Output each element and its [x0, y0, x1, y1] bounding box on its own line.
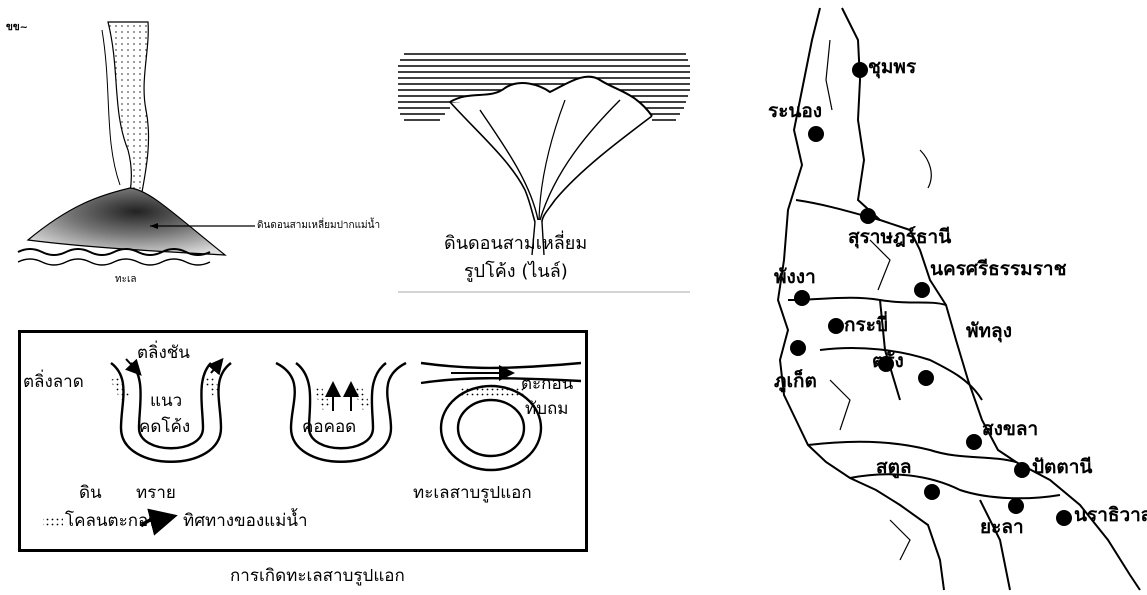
delta-figure: ขข~ ดินดอนสามเหลี่ยมปากแม่น้ำ ทะเล — [0, 0, 400, 300]
mud-legend-label: โคลนตะกอน — [65, 513, 160, 530]
province-songkhla: สงขลา — [982, 420, 1038, 439]
map-dot-narathiwat — [1056, 510, 1072, 526]
province-phatthalung: พัทลุง — [966, 322, 1012, 341]
province-satun: สตูล — [876, 458, 912, 477]
province-trang: ตรัง — [872, 352, 904, 371]
nile-figure: ดินดอนสามเหลี่ยม รูปโค้ง (ไนล์) — [390, 30, 700, 300]
province-chumphon: ชุมพร — [868, 58, 916, 77]
province-phuket: ภูเก็ต — [774, 372, 817, 391]
map-figure: ชุมพร ระนอง สุราษฎร์ธานี นครศรีธรรมราช พ… — [760, 0, 1147, 595]
sediment-label-1: ตะกอน — [521, 376, 573, 393]
province-yala: ยะลา — [980, 518, 1024, 537]
nile-caption-line2: รูปโค้ง (ไนล์) — [464, 263, 568, 281]
map-dot-yala — [1008, 498, 1024, 514]
map-dot-satun — [924, 484, 940, 500]
meander-label-2: คดโค้ง — [139, 419, 190, 436]
map-dot-ranong — [808, 126, 824, 142]
province-narathiwat: นราธิวาส — [1074, 506, 1147, 525]
province-phangnga: พังงา — [774, 268, 816, 287]
oxbow-lake-label: ทะเลสาบรูปแอก — [413, 485, 532, 502]
slip-bank-label: ตลิ่งลาด — [23, 374, 84, 391]
map-dot-chumphon — [852, 62, 868, 78]
province-nakhon: นครศรีธรรมราช — [930, 260, 1066, 279]
province-krabi: กระบี่ — [844, 316, 888, 335]
neck-label: คอคอด — [302, 419, 356, 436]
province-surat: สุราษฎร์ธานี — [848, 228, 951, 247]
delta-label: ดินดอนสามเหลี่ยมปากแม่น้ำ — [257, 221, 380, 231]
map-dot-surat — [860, 208, 876, 224]
sand-label: ทราย — [136, 485, 176, 502]
meander-label-1: แนว — [150, 393, 182, 410]
province-ranong: ระนอง — [768, 102, 822, 121]
nile-caption-line1: ดินดอนสามเหลี่ยม — [444, 235, 587, 253]
oxbow-figure: ตลิ่งชัน ตลิ่งลาด แนว คดโค้ง คอคอด ตะกอน… — [18, 330, 588, 552]
soil-label: ดิน — [79, 485, 102, 502]
flow-legend-label: ทิศทางของแม่น้ำ — [183, 513, 308, 530]
nile-drawing — [390, 30, 700, 300]
delta-drawing — [0, 0, 400, 300]
corner-mark: ขข~ — [6, 23, 28, 33]
cut-bank-label: ตลิ่งชัน — [137, 345, 190, 362]
sediment-label-2: ทับถม — [525, 401, 569, 418]
map-dot-songkhla — [966, 434, 982, 450]
map-dot-phuket — [790, 340, 806, 356]
map-dot-pattani — [1014, 462, 1030, 478]
map-dot-nakhon — [914, 282, 930, 298]
map-dot-phangnga — [794, 290, 810, 306]
sea-label: ทะเล — [115, 275, 137, 285]
map-dot-phatthalung — [918, 370, 934, 386]
oxbow-title: การเกิดทะเลสาบรูปแอก — [230, 568, 405, 585]
map-dot-krabi — [828, 318, 844, 334]
province-pattani: ปัตตานี — [1032, 458, 1092, 477]
